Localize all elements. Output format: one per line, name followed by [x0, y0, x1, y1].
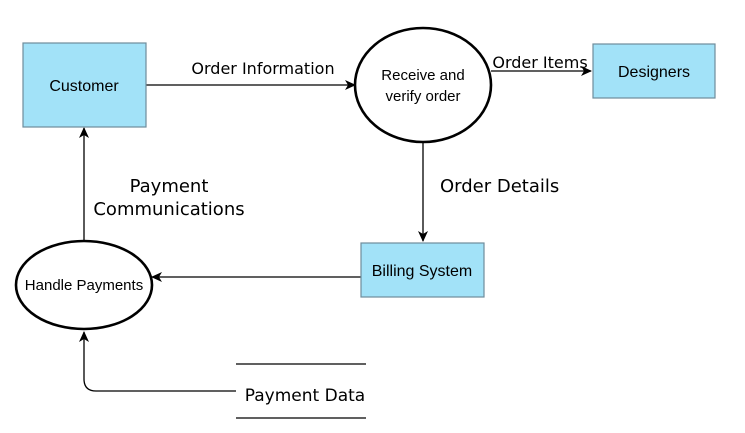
flow-payment-data — [79, 331, 236, 392]
entity-billing-system: Billing System — [360, 242, 485, 298]
flow-payment-communications-label-line2: Communications — [93, 199, 244, 220]
flow-order-items-label: Order Items — [492, 53, 587, 72]
process-handle-payments-shape — [14, 239, 154, 331]
flow-order-information-label: Order Information — [191, 59, 334, 78]
entity-designers-box — [592, 43, 716, 99]
entity-billing-system-label: Billing System — [372, 263, 472, 280]
flow-payment-communications-label-line1: Payment — [130, 176, 209, 197]
flow-payment-communications: Payment Communications — [79, 127, 245, 240]
process-handle-payments-label: Handle Payments — [25, 277, 143, 294]
flow-order-items: Order Items — [491, 53, 592, 76]
process-handle-payments: Handle Payments — [14, 239, 154, 331]
datastore-payment-data: Payment Data — [236, 363, 366, 419]
entity-customer-box — [22, 42, 147, 128]
entity-customer: Customer — [22, 42, 147, 128]
process-receive-verify-order-shape — [353, 26, 493, 144]
process-receive-verify-order-label-line2: verify order — [385, 88, 460, 105]
flow-payment-data-arrow — [79, 331, 236, 392]
datastore-payment-data-label: Payment Data — [245, 386, 365, 406]
entity-billing-system-box — [360, 242, 485, 298]
process-receive-verify-order: Receive and verify order — [353, 26, 493, 144]
entity-designers: Designers — [592, 43, 716, 99]
entity-designers-label: Designers — [618, 64, 690, 81]
flow-order-information: Order Information — [146, 59, 356, 90]
flow-order-details-label: Order Details — [440, 176, 559, 197]
flow-order-details: Order Details — [418, 142, 559, 242]
process-receive-verify-order-label-line1: Receive and — [381, 67, 464, 84]
entity-customer-label: Customer — [49, 78, 119, 95]
